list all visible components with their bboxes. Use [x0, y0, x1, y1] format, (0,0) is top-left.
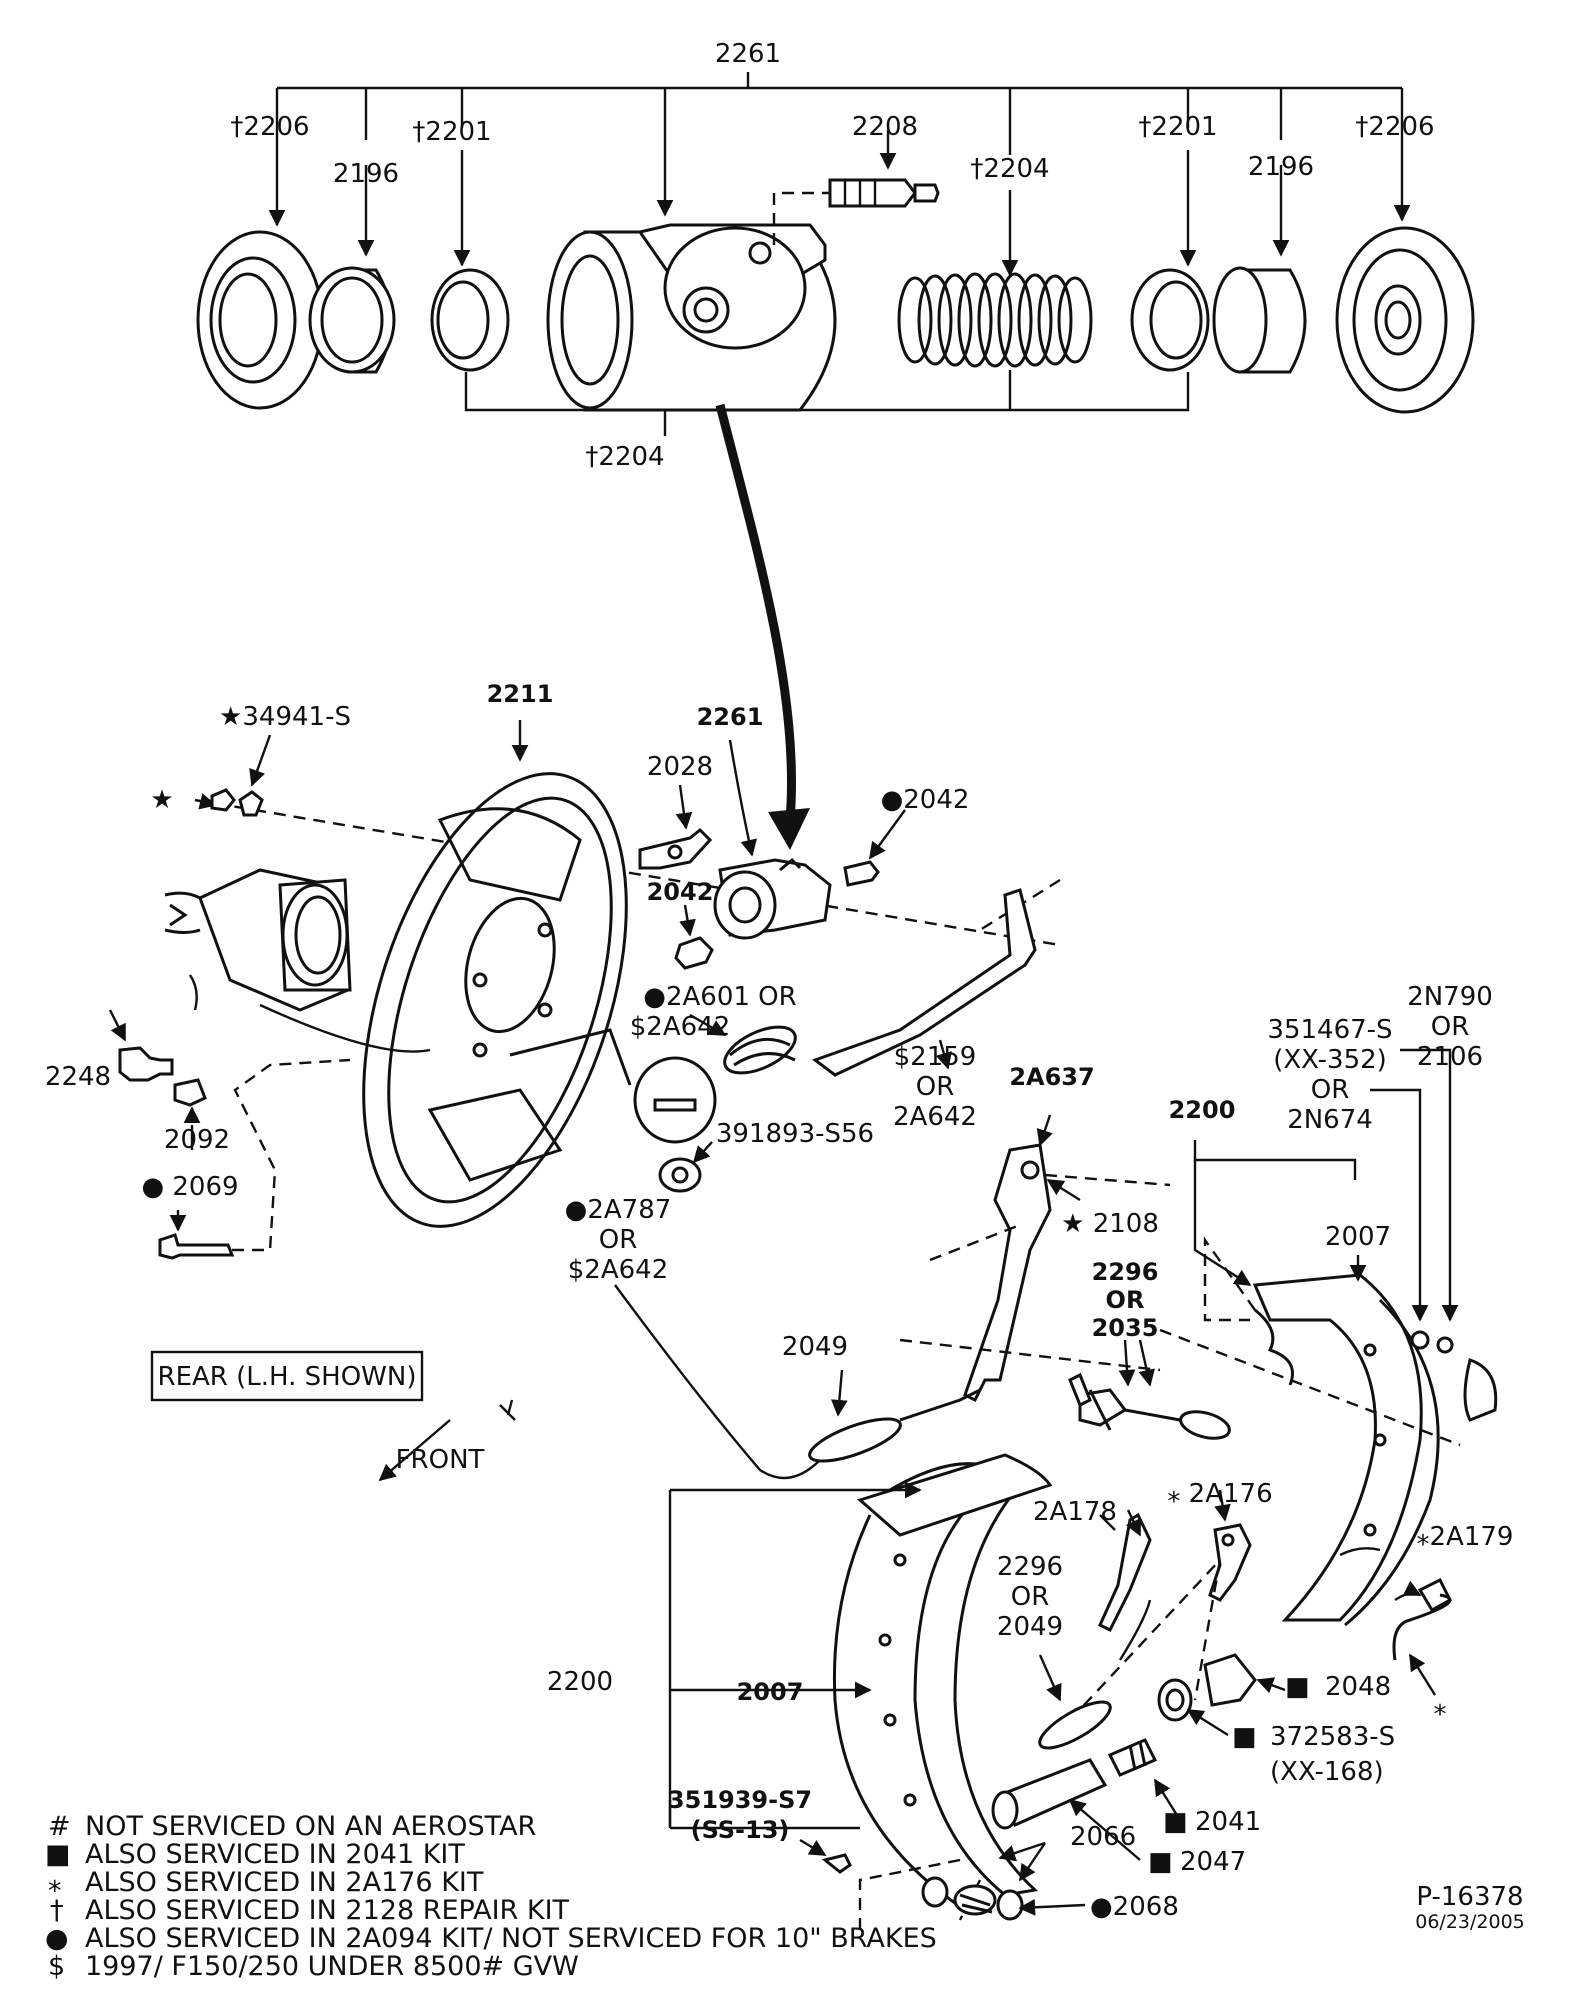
legend-text-0: NOT SERVICED ON AN AEROSTAR: [85, 1811, 536, 1842]
label-2a178: 2A178: [1033, 1497, 1117, 1527]
legend: # NOT SERVICED ON AN AEROSTAR ■ ALSO SER…: [45, 1811, 937, 1982]
label-2196-right: 2196: [1248, 152, 1314, 182]
label-star: ★: [150, 785, 173, 815]
label-2a176: ⁎ 2A176: [1167, 1479, 1272, 1509]
label-2208: 2208: [852, 112, 918, 142]
label-2200-bottom: 2200: [547, 1667, 613, 1697]
label-2a179: ⁎2A179: [1417, 1522, 1514, 1552]
label-2069: ● 2069: [141, 1172, 238, 1202]
legend-text-4: ALSO SERVICED IN 2A094 KIT/ NOT SERVICED…: [85, 1923, 937, 1954]
legend-symbol-5: $: [48, 1951, 65, 1982]
label-2296-line3: 2035: [1092, 1314, 1159, 1342]
label-2066: 2066: [1070, 1822, 1136, 1852]
reference-date: 06/23/2005: [1415, 1911, 1525, 1933]
brake-shoe-assembly: [378, 1048, 1498, 1930]
label-2047: 2047: [1180, 1847, 1246, 1877]
label-2007-bottom: 2007: [737, 1678, 804, 1706]
label-2206-right: †2206: [1355, 112, 1434, 142]
label-2211: 2211: [487, 680, 554, 708]
label-372583-line1: 372583-S: [1270, 1722, 1395, 1752]
label-2n790-line1: 2N790: [1407, 982, 1493, 1012]
square-mark-2048: ■: [1285, 1672, 1310, 1702]
label-2296-line1: 2296: [1092, 1258, 1159, 1286]
label-asterisk-small: ⁎: [1434, 1692, 1447, 1722]
label-2108: ★ 2108: [1061, 1209, 1159, 1239]
label-372583-line2: (XX-168): [1270, 1757, 1384, 1787]
label-2159-line3: 2A642: [893, 1102, 977, 1132]
square-mark-2041: ■: [1163, 1807, 1188, 1837]
label-34941-s: ★34941-S: [219, 702, 351, 732]
label-2296b-line3: 2049: [997, 1612, 1063, 1642]
label-2041: 2041: [1195, 1807, 1261, 1837]
legend-symbol-3: †: [50, 1895, 64, 1926]
legend-symbol-1: ■: [45, 1839, 71, 1870]
backing-plate-assembly: [108, 720, 1061, 1480]
label-2n790-line2: OR: [1431, 1012, 1470, 1042]
rear-lh-shown-box: [150, 1350, 424, 1402]
label-2068: ●2068: [1090, 1892, 1179, 1922]
label-2007-top: 2007: [1325, 1222, 1391, 1252]
label-351467-line1: 351467-S: [1267, 1015, 1392, 1045]
legend-symbol-4: ●: [45, 1923, 69, 1954]
wheel-cylinder-exploded-view: [196, 72, 1475, 850]
label-2159-line1: $2159: [894, 1042, 977, 1072]
front-label: FRONT: [396, 1445, 485, 1475]
label-2248: 2248: [45, 1062, 111, 1092]
label-2042-b: 2042: [647, 878, 714, 906]
part-labels: 2261 †2206 2196 †2201 2208 †2204 †2201 2…: [45, 39, 1525, 1933]
label-2261-mid: 2261: [697, 703, 764, 731]
label-2201-left: †2201: [412, 117, 491, 147]
label-2028: 2028: [647, 752, 713, 782]
label-2a637: 2A637: [1009, 1063, 1094, 1091]
label-2042-a: ●2042: [881, 785, 970, 815]
label-391893-s56: 391893-S56: [716, 1119, 874, 1149]
label-2261-top: 2261: [715, 39, 781, 69]
label-2048: 2048: [1325, 1672, 1391, 1702]
label-2a787-line3: $2A642: [568, 1255, 669, 1285]
label-2296b-line2: OR: [1011, 1582, 1050, 1612]
label-2200-top: 2200: [1169, 1096, 1236, 1124]
label-2204-bottom: †2204: [585, 442, 664, 472]
label-351467-line4: 2N674: [1287, 1105, 1373, 1135]
legend-text-1: ALSO SERVICED IN 2041 KIT: [85, 1839, 465, 1870]
label-351939-line1: 351939-S7: [668, 1786, 812, 1814]
legend-text-2: ALSO SERVICED IN 2A176 KIT: [85, 1867, 484, 1898]
legend-symbol-2: ⁎: [48, 1867, 62, 1898]
label-2a601-line1: ●2A601 OR: [643, 982, 796, 1012]
label-351939-line2: (SS-13): [691, 1816, 790, 1844]
rear-lh-shown-label: REAR (L.H. SHOWN): [158, 1362, 417, 1392]
legend-text-3: ALSO SERVICED IN 2128 REPAIR KIT: [85, 1895, 570, 1926]
reference-number: P-16378: [1416, 1882, 1523, 1912]
label-2296-line2: OR: [1106, 1286, 1145, 1314]
label-2092: 2092: [164, 1125, 230, 1155]
label-2206-left: †2206: [230, 112, 309, 142]
legend-symbol-0: #: [48, 1811, 71, 1842]
label-2a787-line1: ●2A787: [565, 1195, 672, 1225]
label-2159-line2: OR: [916, 1072, 955, 1102]
label-2201-right: †2201: [1138, 112, 1217, 142]
label-2204: †2204: [970, 154, 1049, 184]
label-351467-line2: (XX-352): [1273, 1045, 1387, 1075]
label-2049-upper: 2049: [782, 1332, 848, 1362]
legend-text-5: 1997/ F150/250 UNDER 8500# GVW: [85, 1951, 579, 1982]
spring-2204-coils: [897, 272, 1093, 368]
label-2296b-line1: 2296: [997, 1552, 1063, 1582]
label-2n790-line3: 2106: [1417, 1042, 1483, 1072]
square-mark-2047: ■: [1148, 1847, 1173, 1877]
label-2a601-line2: $2A642: [630, 1012, 731, 1042]
label-351467-line3: OR: [1311, 1075, 1350, 1105]
square-mark-372583: ■: [1232, 1722, 1257, 1752]
label-2a787-line2: OR: [599, 1225, 638, 1255]
label-2196-left: 2196: [333, 159, 399, 189]
